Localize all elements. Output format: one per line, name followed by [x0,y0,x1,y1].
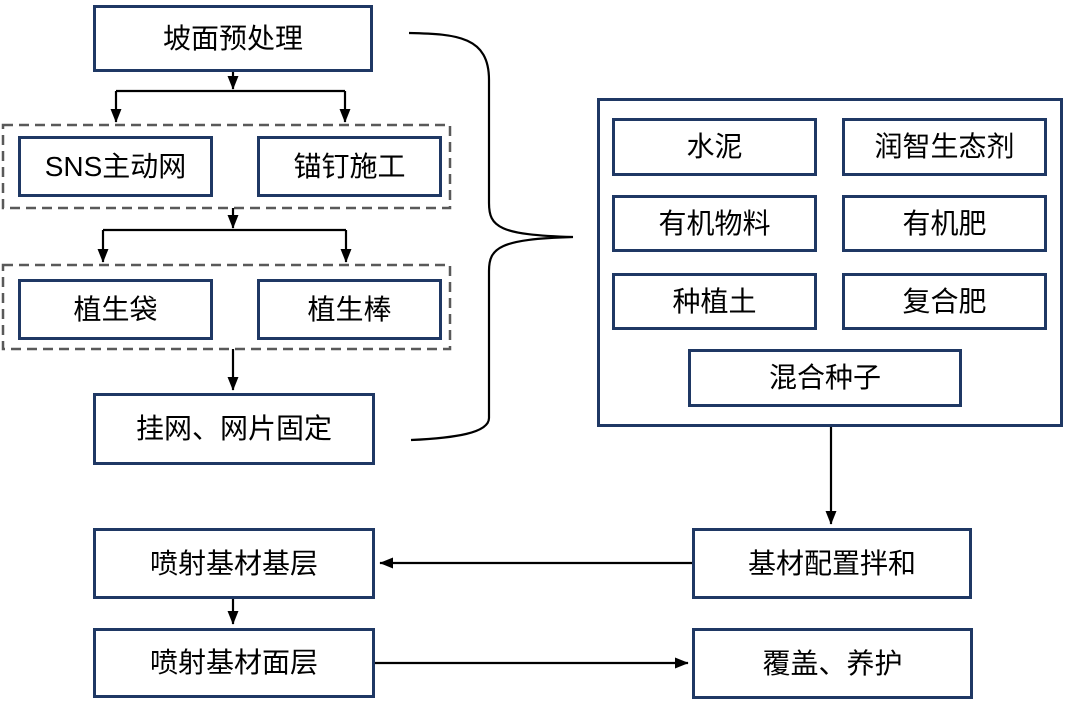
node-vegetation-rod: 植生棒 [257,279,442,340]
curly-brace [408,31,574,442]
node-spray-substrate-surface-layer: 喷射基材面层 [93,628,375,698]
node-planting-soil: 种植土 [612,273,817,330]
node-organic-material: 有机物料 [612,195,817,252]
node-slope-pretreatment: 坡面预处理 [93,5,373,72]
node-sns-active-net: SNS主动网 [18,136,213,197]
node-compound-fertilizer: 复合肥 [842,273,1047,330]
node-cement: 水泥 [612,118,817,176]
node-hang-net-fixing: 挂网、网片固定 [93,393,375,465]
node-organic-fertilizer: 有机肥 [842,195,1047,252]
node-substrate-mixing: 基材配置拌和 [692,528,972,599]
node-mixed-seeds: 混合种子 [688,349,962,407]
dashed-group-slope-protection [1,123,452,210]
node-cover-maintenance: 覆盖、养护 [692,628,973,699]
node-vegetation-bag: 植生袋 [18,279,213,340]
node-spray-substrate-base-layer: 喷射基材基层 [93,528,375,599]
node-anchor-bolt-construction: 锚钉施工 [257,136,442,197]
dashed-group-vegetation-options [1,263,452,351]
node-runzhi-eco-agent: 润智生态剂 [842,118,1047,176]
